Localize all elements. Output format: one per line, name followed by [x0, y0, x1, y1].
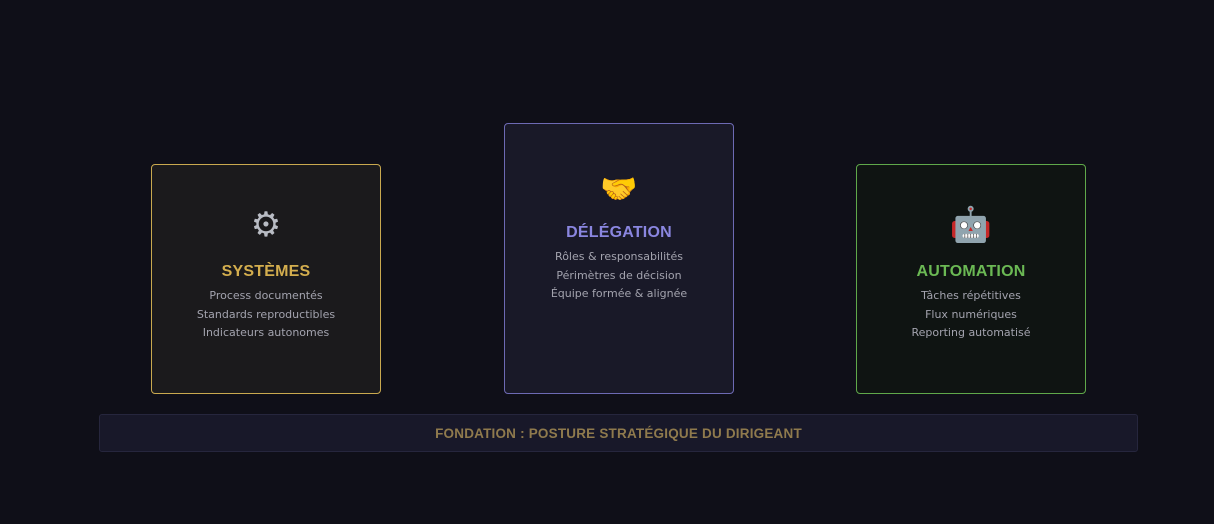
pillar-item: Standards reproductibles [196, 307, 336, 321]
foundation-label: FONDATION : POSTURE STRATÉGIQUE DU DIRIG… [435, 425, 802, 441]
pillar-title-systemes: SYSTÈMES [221, 263, 311, 280]
handshake-icon: 🤝 [600, 172, 638, 207]
pillar-item: Flux numériques [925, 307, 1017, 321]
pillar-item: Périmètres de décision [556, 268, 682, 282]
pillar-item: Équipe formée & alignée [550, 287, 688, 300]
pillar-card-automation: 🤖 AUTOMATION Tâches répétitives Flux num… [856, 164, 1086, 394]
pillar-card-systemes: ⚙ SYSTÈMES Process documentés Standards … [151, 164, 381, 394]
foundation-bar: FONDATION : POSTURE STRATÉGIQUE DU DIRIG… [99, 414, 1138, 452]
gear-icon: ⚙ [250, 205, 282, 245]
pillar-card-delegation: 🤝 DÉLÉGATION Rôles & responsabilités Pér… [504, 123, 734, 394]
pillar-items-delegation: Rôles & responsabilités Périmètres de dé… [551, 248, 687, 304]
pillar-items-automation: Tâches répétitives Flux numériques Repor… [911, 287, 1030, 343]
robot-icon: 🤖 [949, 205, 993, 245]
pillar-items-systemes: Process documentés Standards reproductib… [197, 287, 335, 343]
pillar-item: Rôles & responsabilités [555, 250, 683, 263]
pillar-item: Reporting automatisé [911, 326, 1031, 339]
pillar-item: Tâches répétitives [921, 289, 1021, 302]
pillar-item: Indicateurs autonomes [202, 326, 330, 339]
pillar-title-automation: AUTOMATION [916, 263, 1026, 280]
pillar-item: Process documentés [209, 289, 323, 302]
pillar-title-delegation: DÉLÉGATION [566, 224, 672, 241]
